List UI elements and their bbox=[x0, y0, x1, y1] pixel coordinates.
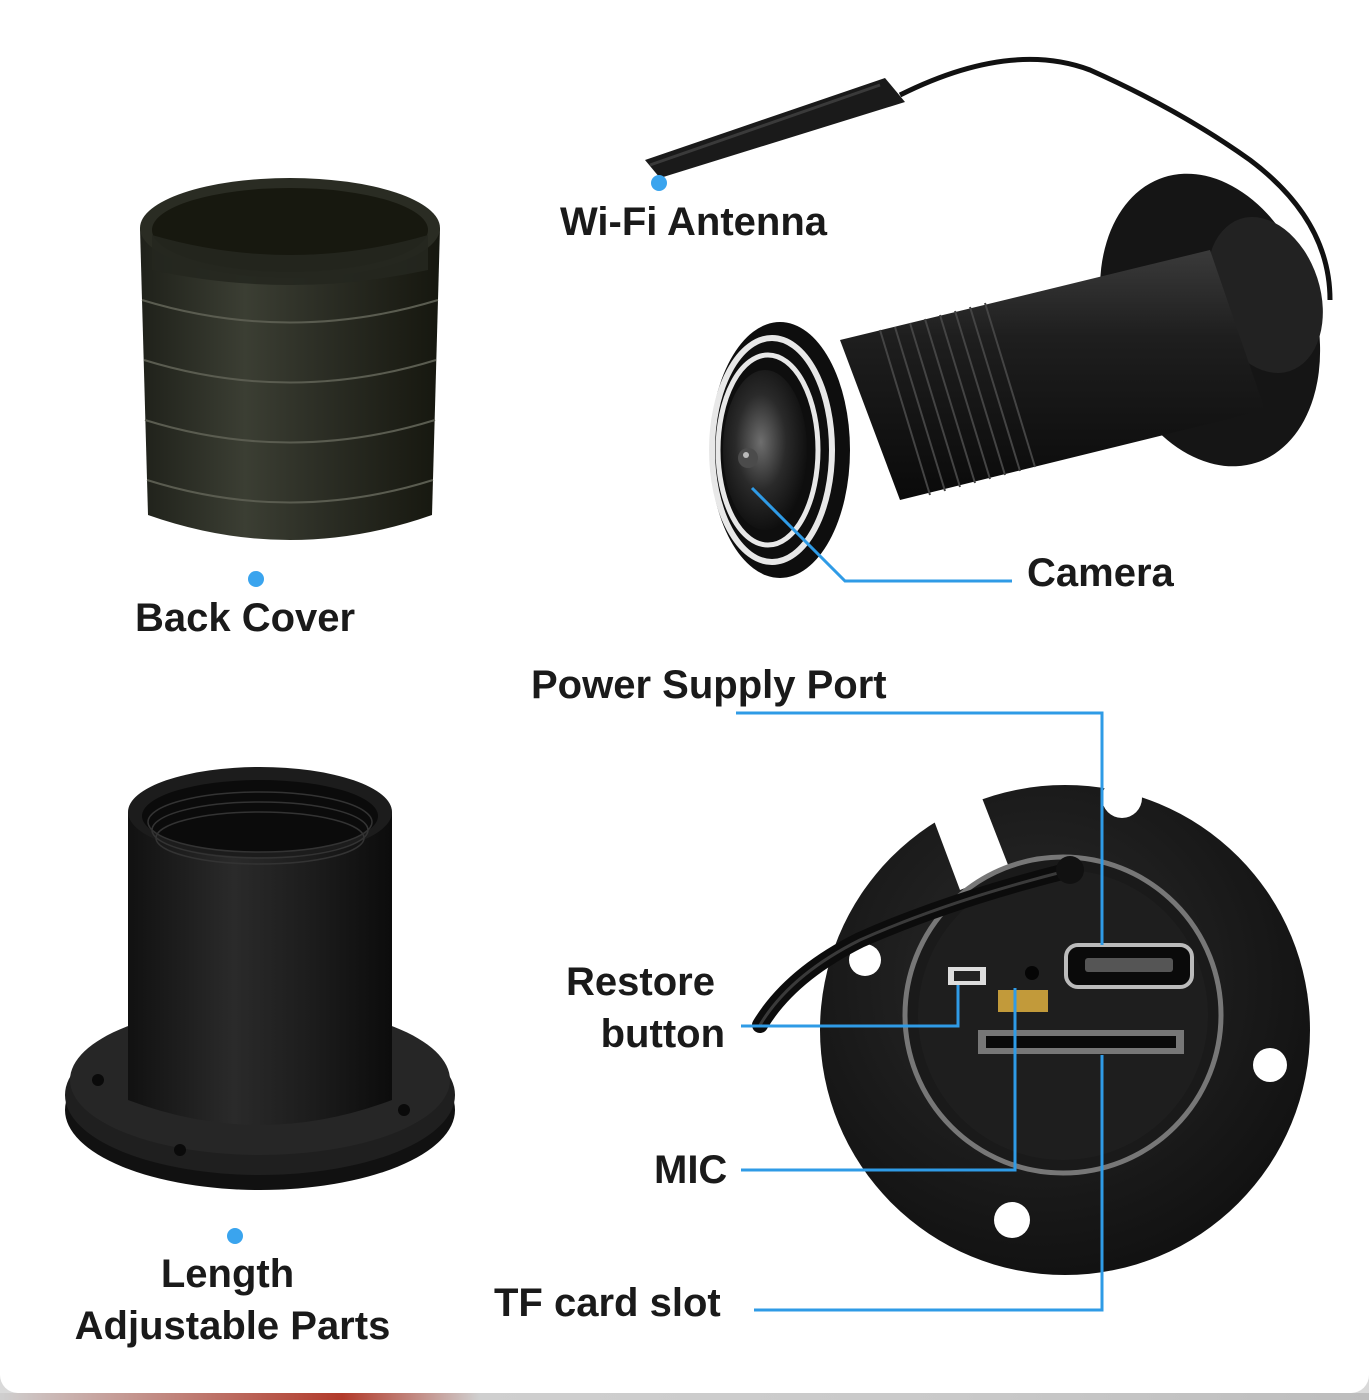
camera-assembly bbox=[645, 56, 1333, 578]
rear-plate-part bbox=[752, 778, 1310, 1275]
length-parts-dot bbox=[227, 1228, 243, 1244]
length-label-line2: Adjustable Parts bbox=[74, 1304, 391, 1348]
callout-lines bbox=[736, 711, 1104, 1312]
length-adjustable-part bbox=[65, 767, 455, 1190]
restore-button-label-line1: Restore bbox=[566, 960, 715, 1004]
restore-button-label-line2: button bbox=[600, 1012, 725, 1056]
tf-card-slot-label: TF card slot bbox=[494, 1281, 721, 1325]
bottom-edge-strip bbox=[0, 1393, 1369, 1400]
back-cover-dot bbox=[248, 571, 264, 587]
mic-label: MIC bbox=[654, 1148, 728, 1192]
camera-label: Camera bbox=[1027, 551, 1174, 595]
camera-callout-line bbox=[750, 486, 1012, 583]
back-cover-part bbox=[140, 178, 440, 540]
wifi-antenna-label: Wi-Fi Antenna bbox=[560, 200, 828, 244]
wifi-antenna-dot bbox=[651, 175, 667, 191]
length-label-line1: Length bbox=[160, 1252, 295, 1296]
back-cover-label: Back Cover bbox=[135, 596, 356, 640]
power-supply-port-label: Power Supply Port bbox=[531, 663, 887, 707]
